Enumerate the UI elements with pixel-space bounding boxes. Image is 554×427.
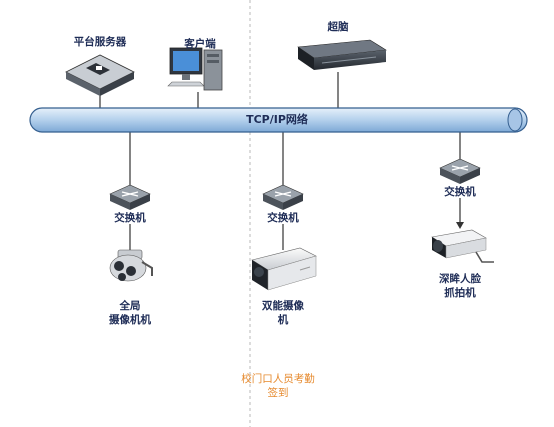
panoramic-camera-label-2: 摄像机机 — [109, 314, 151, 326]
network-bus — [29, 107, 528, 133]
dome-camera-icon — [109, 249, 153, 282]
super-brain-label: 超脑 — [327, 21, 349, 33]
switch-icon-1 — [109, 184, 151, 210]
switch-icon-3 — [439, 158, 481, 184]
face-camera-label-1: 深眸人脸 — [439, 273, 481, 285]
client-label: 客户端 — [184, 38, 216, 50]
network-label: TCP/IP网络 — [246, 113, 308, 126]
switch-label-1: 交换机 — [114, 212, 146, 224]
face-camera-icon — [431, 229, 494, 263]
arrow-head — [456, 222, 464, 229]
switch-label-2: 交换机 — [267, 212, 299, 224]
zone-caption-line-2: 签到 — [267, 387, 289, 399]
zone-caption-line-1: 校门口人员考勤 — [241, 373, 315, 385]
nvr-icon — [297, 39, 387, 70]
platform-server-label: 平台服务器 — [73, 36, 127, 48]
face-camera-label-2: 抓拍机 — [444, 287, 476, 299]
bullet-camera-icon — [251, 247, 317, 291]
computer-icon — [167, 47, 223, 91]
switch-label-3: 交换机 — [444, 186, 476, 198]
binocular-camera-label-1: 双能摄像 — [262, 300, 304, 312]
panoramic-camera-label-1: 全局 — [119, 300, 141, 312]
server-icon — [65, 54, 135, 96]
binocular-camera-label-2: 机 — [277, 314, 289, 326]
switch-icon-2 — [262, 184, 304, 210]
